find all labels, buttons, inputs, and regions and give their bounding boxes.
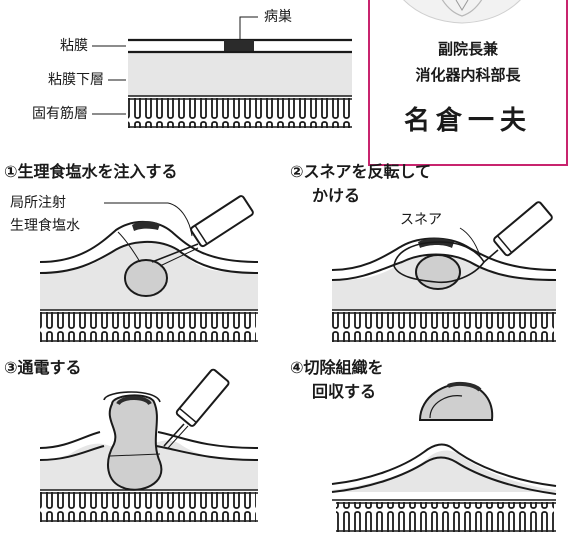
- portrait-photo: [400, 0, 524, 24]
- step4-title-line2: 回収する: [312, 382, 377, 401]
- mucosa-label: 粘膜: [60, 38, 88, 54]
- submucosa-band: [128, 52, 352, 96]
- injection-needle: [151, 243, 199, 263]
- step3-figure: [39, 368, 259, 522]
- step1-figure: [39, 195, 259, 342]
- lifted-tissue: [107, 394, 163, 491]
- saline-bulge: [124, 259, 168, 297]
- doctor-role-line2: 消化器内科部長: [415, 66, 521, 84]
- muscle-layer: [128, 98, 350, 128]
- doctor-profile-box: 副院長兼 消化器内科部長 名倉一夫: [368, 0, 568, 166]
- submucosa-label: 粘膜下層: [48, 72, 104, 88]
- muscle-label: 固有筋層: [32, 106, 88, 122]
- saline-label: 生理食塩水: [10, 218, 80, 234]
- injection-label: 局所注射: [10, 195, 66, 211]
- step2-title-line2: かける: [312, 186, 361, 205]
- step4-figure: [331, 381, 557, 532]
- snare-label: スネア: [400, 212, 442, 228]
- step2-figure: [331, 201, 557, 342]
- step3-title: ③通電する: [4, 358, 82, 377]
- doctor-role-line1: 副院長兼: [437, 40, 498, 58]
- doctor-name: 名倉一夫: [403, 106, 532, 136]
- layer-structure-figure: [92, 16, 352, 128]
- endoscope-tube: [190, 195, 254, 248]
- step4-title-line1: ④切除組織を: [290, 358, 384, 377]
- lesion-mark: [224, 40, 254, 51]
- step1-title: ①生理食塩水を注入する: [4, 162, 178, 181]
- step2-title-line1: ②スネアを反転して: [290, 162, 432, 181]
- lesion-label: 病巣: [264, 9, 292, 25]
